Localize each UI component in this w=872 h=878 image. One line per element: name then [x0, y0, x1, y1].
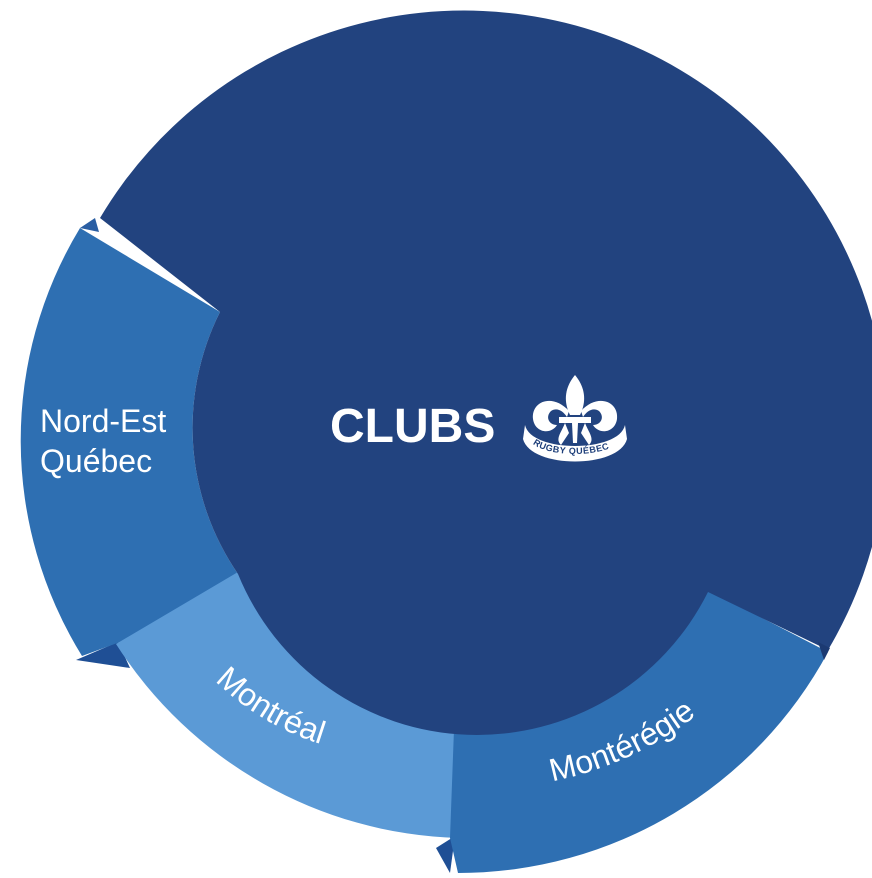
center-label: CLUBS	[330, 400, 495, 453]
nord-est-top-edge	[80, 218, 99, 232]
nord-est-label: Nord-Est Québec	[40, 403, 175, 479]
segment-monteregie[interactable]	[450, 590, 828, 874]
fleur-de-lis-logo: RUGBY QUÉBEC	[523, 375, 627, 462]
monteregie-shadow	[436, 836, 455, 873]
center-disc[interactable]	[100, 10, 872, 735]
center-disc-edge	[818, 642, 830, 660]
segment-nord-est[interactable]	[20, 228, 239, 656]
nord-est-label-line2: Québec	[40, 443, 152, 479]
nord-est-shadow	[76, 642, 130, 668]
nord-est-label-line1: Nord-Est	[40, 403, 166, 439]
segment-montreal[interactable]	[116, 572, 458, 838]
segment-shadows	[76, 218, 455, 873]
